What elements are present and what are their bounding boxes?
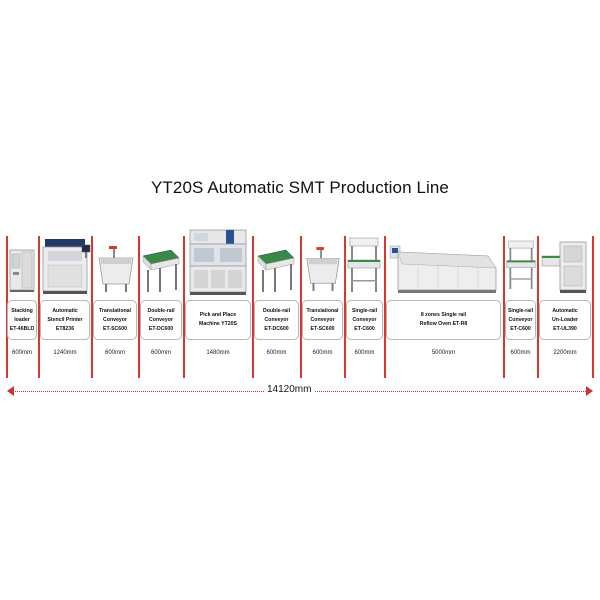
machine-length-label: 600mm (150, 350, 171, 356)
separator-line (138, 236, 140, 378)
double-rail-conveyor-icon (142, 249, 180, 292)
machine-name-line: Automatic (552, 307, 578, 314)
machine-model-line: ET-SC600 (310, 325, 335, 332)
separator-line (183, 236, 185, 378)
separator-line (344, 236, 346, 378)
machine-label-box: 8 zones Single rail Reflow Oven ET-R8 (386, 300, 501, 340)
machine-name-line: Conveyor (103, 316, 127, 323)
machine-length-label: 1240mm (53, 350, 77, 356)
pick-and-place-icon (189, 229, 247, 295)
machine-name-line: Single-rail (507, 307, 534, 314)
machine-name-line: Automatic (52, 307, 78, 314)
machine-length-label: 2200mm (553, 350, 577, 356)
separator-line (537, 236, 539, 378)
machine-length-label: 600mm (266, 350, 287, 356)
machine-model-line: ET8236 (55, 325, 75, 332)
machine-model-line: ET-UL390 (553, 325, 577, 332)
machine-label-box: Stacking loader ET-46BLD (7, 300, 37, 340)
machine-name-line: Conveyor (352, 316, 377, 323)
machine-label-box: Single-rail Conveyor ET-C600 (505, 300, 536, 340)
single-rail-conveyor-icon (347, 237, 381, 292)
machine-name-line: Stacking (11, 307, 33, 314)
machine-length-label: 600mm (104, 350, 125, 356)
separator-line (503, 236, 505, 378)
total-length-label: 14120mm (264, 384, 315, 395)
machine-label-box: Automatic Stencil Printer ET8236 (40, 300, 90, 340)
machine-name-line: Un-Loader (552, 316, 578, 323)
machine-label-box: Double-rail Conveyor ET-DC600 (254, 300, 299, 340)
machine-length-label: 600mm (11, 350, 32, 356)
arrow-left-icon (7, 386, 14, 396)
machine-name-line: Conveyor (310, 316, 335, 323)
stencil-printer-icon (42, 239, 91, 294)
machine-name-line: Stencil Printer (47, 316, 83, 323)
single-rail-conveyor-icon (506, 240, 536, 289)
machine-model-line: ET-DC600 (264, 325, 289, 332)
machine-name-line: Conveyor (264, 316, 289, 323)
machine-name-line: 8 zones Single rail (420, 312, 467, 318)
machine-name-line: Conveyor (149, 316, 173, 323)
machine-name-line: loader (14, 316, 30, 323)
machine-length-label: 600mm (354, 350, 375, 356)
separator-line (91, 236, 93, 378)
machine-label-box: Double-rail Conveyor ET-DC600 (140, 300, 182, 340)
machine-label-box: Pick and Place Machine YT20S (185, 300, 251, 340)
machine-name-line: Pick and Place (199, 312, 237, 318)
separator-line (384, 236, 386, 378)
machine-label-box: Automatic Un-Loader ET-UL390 (539, 300, 591, 340)
machine-name-line: Translational (99, 307, 131, 314)
reflow-oven-icon (389, 245, 497, 293)
separator-line (592, 236, 594, 378)
machine-label-box: Translational Conveyor ET-SC600 (93, 300, 137, 340)
machine-length-label: 1480mm (206, 350, 230, 356)
machine-name-line: Machine YT20S (199, 321, 237, 327)
unloader-icon (541, 241, 587, 293)
machine-model-line: ET-C600 (510, 325, 531, 332)
machine-name-line: Translational (306, 307, 339, 314)
machine-length-label: 5000mm (431, 350, 456, 356)
machine-length-label: 600mm (510, 350, 531, 356)
machine-name-line: Double-rail (147, 307, 175, 314)
translational-conveyor-icon (98, 246, 134, 292)
machine-label-box: Single-rail Conveyor ET-C600 (346, 300, 383, 340)
machine-name-line: Double-rail (262, 307, 291, 314)
machine-model-line: ET-SC600 (103, 325, 127, 332)
separator-line (38, 236, 40, 378)
separator-line (300, 236, 302, 378)
machine-label-box: Translational Conveyor ET-SC600 (302, 300, 343, 340)
machine-name-line: Single-rail (351, 307, 378, 314)
machine-model-line: ET-46BLD (9, 325, 35, 332)
page-title: YT20S Automatic SMT Production Line (150, 178, 449, 197)
separator-line (6, 236, 8, 378)
separator-line (252, 236, 254, 378)
double-rail-conveyor-icon (257, 249, 295, 292)
stacking-loader-icon (9, 249, 35, 292)
machine-name-line: Reflow Oven ET-R8 (419, 321, 468, 327)
arrow-right-icon (586, 386, 593, 396)
machine-model-line: ET-C600 (354, 325, 375, 332)
machine-model-line: ET-DC600 (148, 325, 174, 332)
machine-name-line: Conveyor (508, 316, 533, 323)
translational-conveyor-icon (306, 247, 340, 291)
machine-length-label: 600mm (312, 350, 333, 356)
